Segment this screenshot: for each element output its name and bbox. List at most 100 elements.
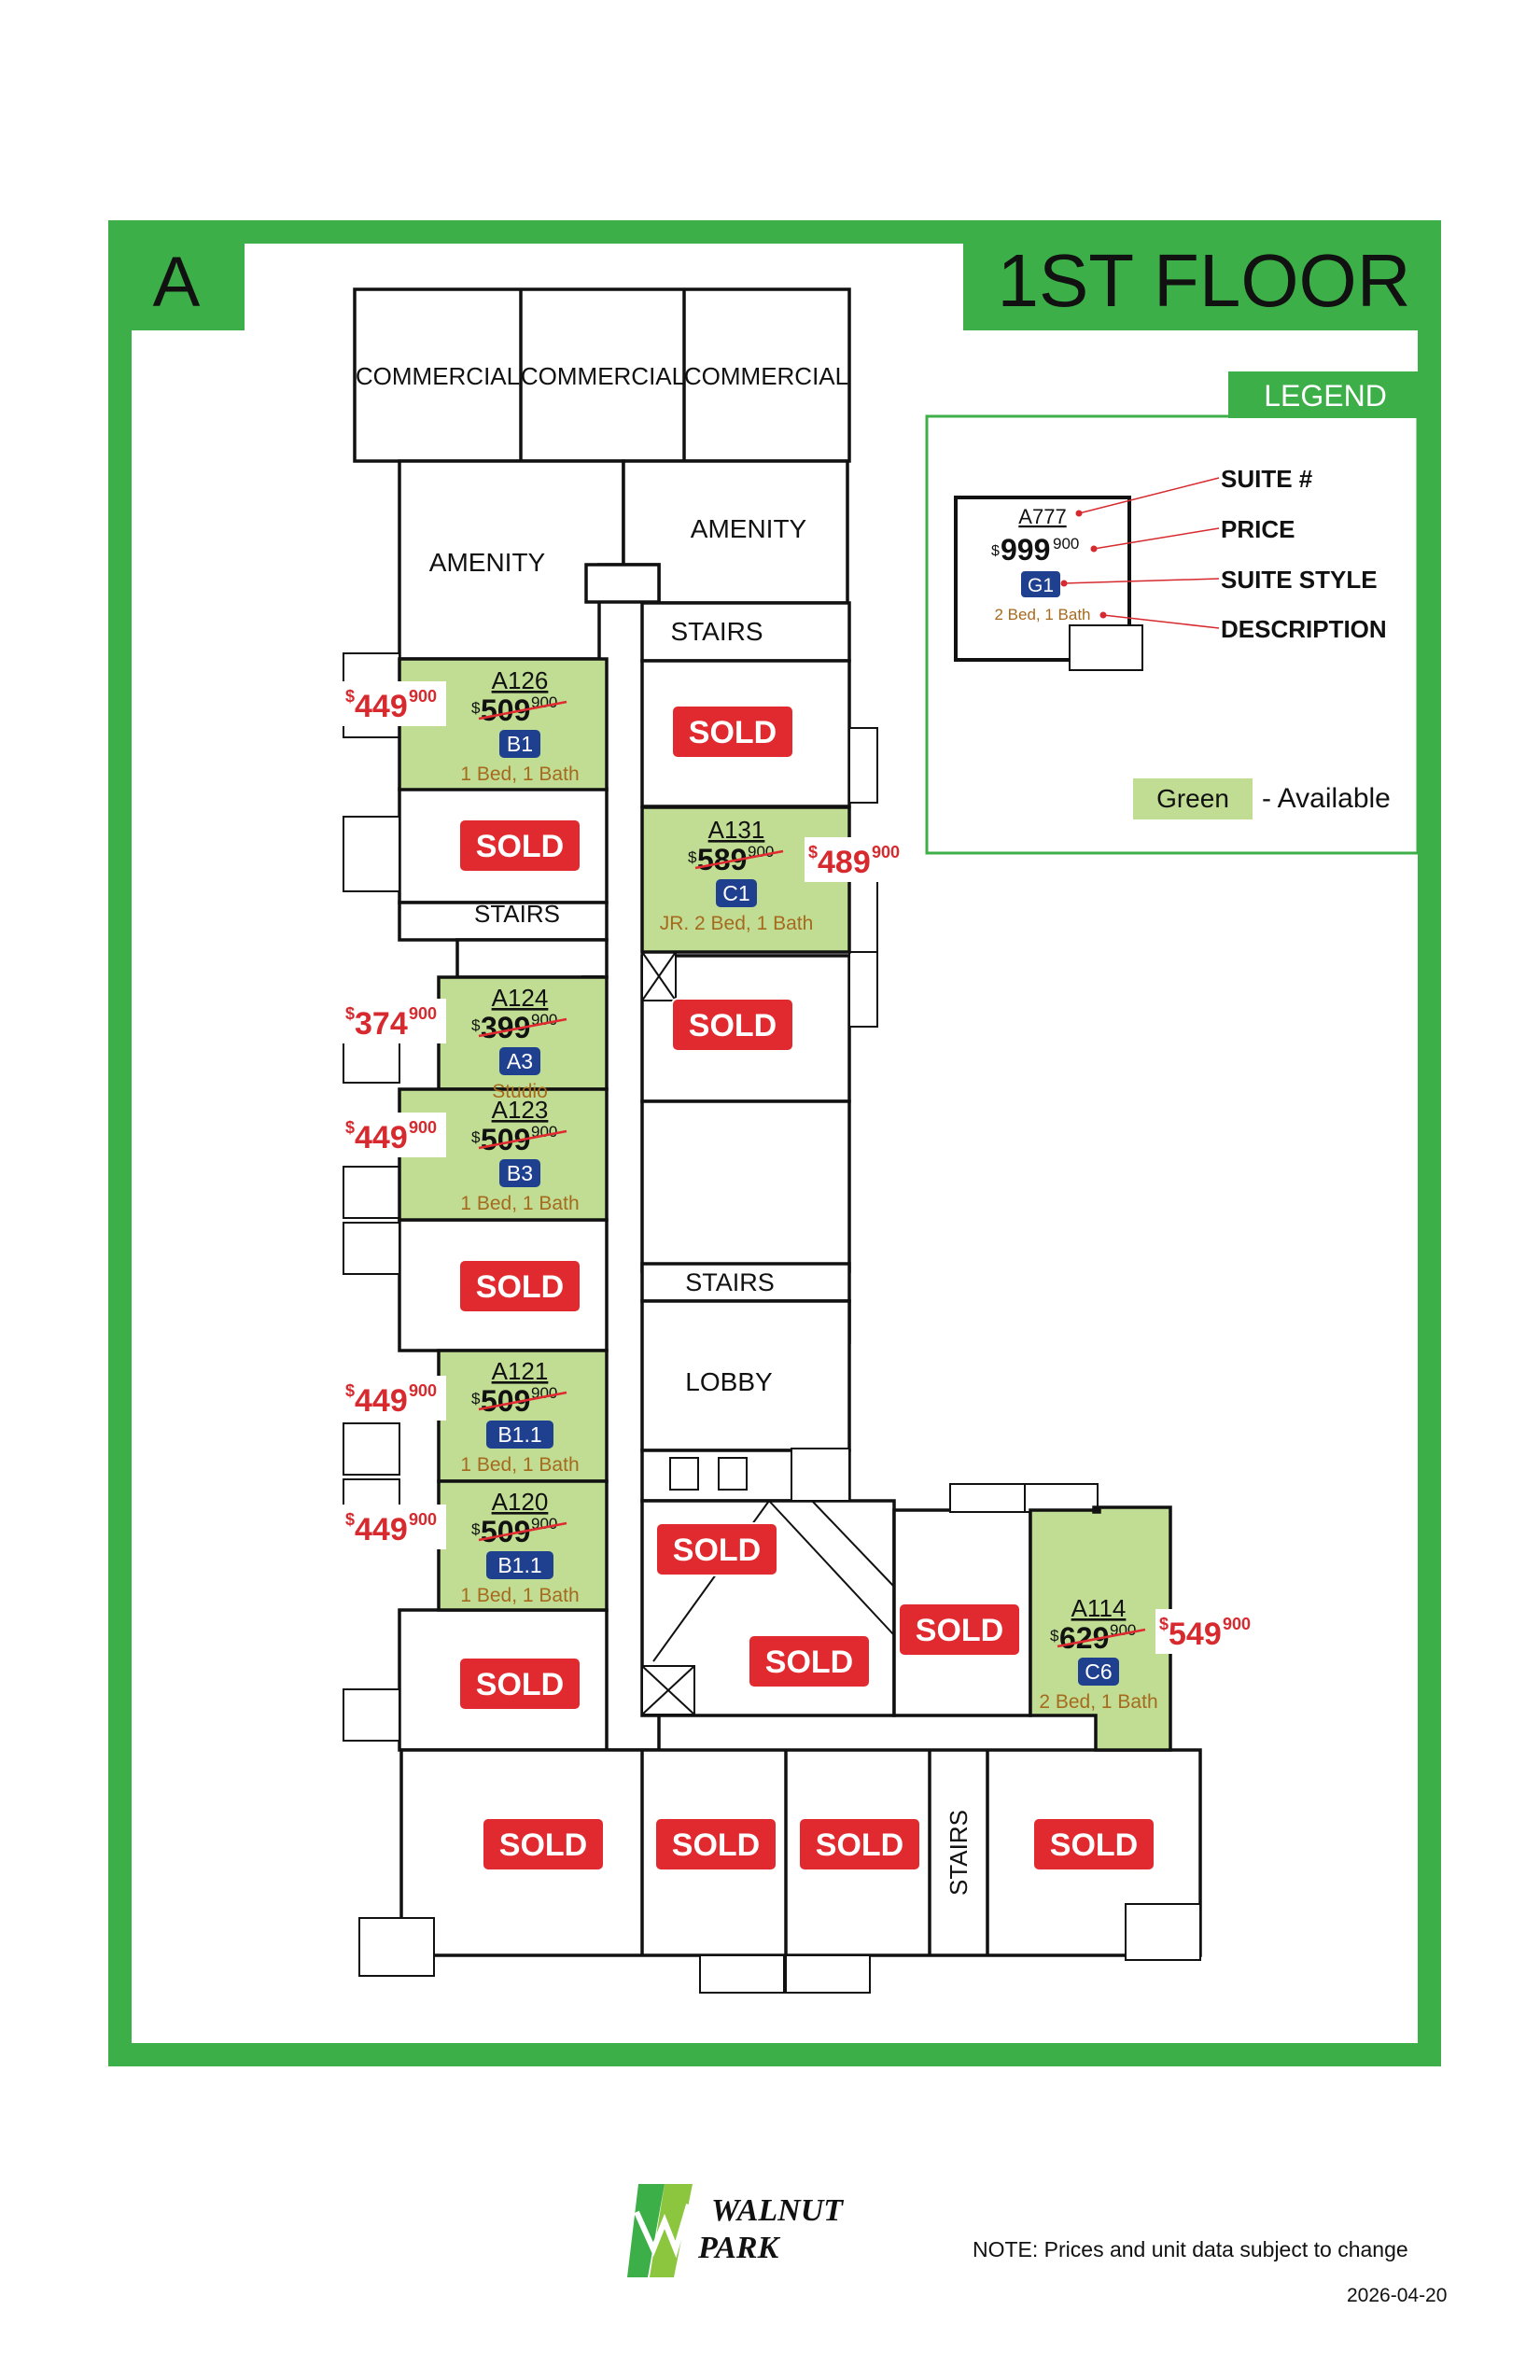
room-stairs-4: STAIRS	[945, 1810, 973, 1896]
room-amenity-1: AMENITY	[429, 548, 546, 577]
unit-style: B3	[507, 1161, 533, 1185]
unit-new-price-cents: 900	[1223, 1615, 1251, 1633]
unit-style: A3	[507, 1049, 533, 1073]
unit-new-price: 374	[355, 1006, 408, 1042]
legend-key-style: SUITE STYLE	[1221, 566, 1378, 594]
unit-new-price-box	[342, 1376, 446, 1421]
disclaimer-note: NOTE: Prices and unit data subject to ch…	[973, 2237, 1408, 2261]
sold-badge	[671, 705, 794, 759]
unit-old-price-currency: $	[471, 1016, 481, 1034]
legend-leaders	[1063, 477, 1220, 629]
unit-new-price-box	[1155, 1609, 1260, 1654]
unit-price-strike	[478, 1017, 567, 1038]
unit-new-price: 549	[1169, 1617, 1222, 1652]
unit-old-price-currency: $	[471, 1520, 481, 1538]
legend-sample-balcony	[1069, 624, 1143, 671]
unit-suite-number: A114	[1071, 1594, 1127, 1622]
unit-new-price-currency: $	[345, 1118, 355, 1137]
sold-badge	[655, 1522, 778, 1576]
unit-style: C6	[1085, 1659, 1112, 1684]
sold-label: SOLD	[673, 1533, 761, 1568]
sold-badge	[1032, 1817, 1155, 1871]
room-amenity-2: AMENITY	[691, 514, 807, 543]
legend-key-price: PRICE	[1221, 515, 1295, 543]
unit-description: 1 Bed, 1 Bath	[460, 763, 579, 785]
legend-sample-style-badge	[1021, 571, 1060, 597]
sold-label: SOLD	[476, 829, 564, 864]
unit-suite-number: A124	[492, 984, 549, 1012]
sold-badge	[458, 1657, 581, 1711]
unit-description: 1 Bed, 1 Bath	[460, 1193, 579, 1214]
unit-style: C1	[722, 881, 749, 905]
sold-badge	[798, 1817, 921, 1871]
sold-badge	[671, 998, 794, 1052]
sold-label: SOLD	[689, 1008, 777, 1043]
unit-description: JR. 2 Bed, 1 Bath	[660, 913, 814, 934]
sold-badge	[458, 1259, 581, 1313]
unit-new-price-currency: $	[345, 1381, 355, 1400]
legend-sample-desc: 2 Bed, 1 Bath	[994, 606, 1090, 623]
unit-price-strike	[1057, 1628, 1146, 1648]
sold-label: SOLD	[499, 1827, 587, 1863]
room-commercial-3: COMMERCIAL	[684, 362, 848, 390]
brand-line-1: WALNUT	[711, 2193, 844, 2228]
floor-title-tab	[963, 220, 1441, 330]
unit-new-price-cents: 900	[409, 1004, 437, 1023]
legend-sample-style: G1	[1028, 575, 1054, 596]
unit-description: 1 Bed, 1 Bath	[460, 1585, 579, 1606]
unit-new-price-box	[805, 837, 909, 882]
room-commercial-2: COMMERCIAL	[521, 362, 685, 390]
unit-new-price: 449	[355, 1120, 408, 1155]
unit-old-price-currency: $	[471, 1128, 481, 1146]
sold-label: SOLD	[816, 1827, 903, 1863]
unit-suite-number: A126	[492, 666, 549, 694]
unit-style: B1.1	[497, 1553, 541, 1577]
unit-A114-area	[1029, 1505, 1172, 1752]
legend-leader-dots	[1060, 510, 1107, 619]
legend-sample-price: 999	[1001, 533, 1050, 567]
unit-new-price: 449	[355, 1383, 408, 1419]
sold-badge	[898, 1603, 1021, 1657]
unit-price-strike	[478, 700, 567, 721]
room-labels: COMMERCIAL COMMERCIAL COMMERCIAL AMENITY…	[356, 362, 973, 1896]
unit-new-price-currency: $	[345, 1004, 355, 1023]
legend-tab	[1228, 371, 1418, 418]
unit-new-price-currency: $	[345, 1510, 355, 1529]
room-commercial-1: COMMERCIAL	[356, 362, 520, 390]
sold-label: SOLD	[1050, 1827, 1138, 1863]
unit-new-price-box	[342, 681, 446, 726]
unit-new-price-cents: 900	[409, 687, 437, 706]
unit-price-strike	[478, 1521, 567, 1542]
walnut-park-logo-icon	[627, 2184, 693, 2277]
available-units	[398, 657, 1172, 1752]
unit-new-price-box	[342, 1505, 446, 1549]
unit-description: Studio	[492, 1081, 548, 1102]
sold-badges: SOLD SOLD SOLD SOLD SOLD SOLD SOLD SOLD …	[458, 705, 1155, 1871]
unit-style: B1.1	[497, 1422, 541, 1447]
room-lobby: LOBBY	[685, 1367, 773, 1396]
room-stairs-1: STAIRS	[670, 617, 763, 646]
unit-style-badge	[499, 730, 540, 758]
sold-label: SOLD	[476, 1269, 564, 1305]
unit-new-price: 449	[355, 1512, 408, 1547]
unit-description: 2 Bed, 1 Bath	[1039, 1691, 1157, 1713]
sold-badge	[654, 1817, 777, 1871]
sold-label: SOLD	[476, 1667, 564, 1702]
unit-style-badge	[486, 1551, 553, 1579]
brand-line-2: PARK	[698, 2231, 779, 2265]
unit-style-badge	[486, 1421, 553, 1449]
sold-label: SOLD	[916, 1613, 1003, 1648]
unit-description: 1 Bed, 1 Bath	[460, 1454, 579, 1476]
legend-key-suite: SUITE #	[1221, 465, 1313, 493]
unit-style-badge	[716, 879, 757, 907]
unit-new-price-cents: 900	[872, 843, 900, 861]
unit-A120-area	[437, 1479, 609, 1612]
legend-sample-currency: $	[991, 543, 1000, 559]
building-letter: A	[153, 243, 201, 322]
unit-new-price-cents: 900	[409, 1510, 437, 1529]
room-stairs-2: STAIRS	[474, 900, 560, 928]
unit-old-price-currency: $	[688, 848, 697, 866]
unit-new-price-currency: $	[345, 687, 355, 706]
